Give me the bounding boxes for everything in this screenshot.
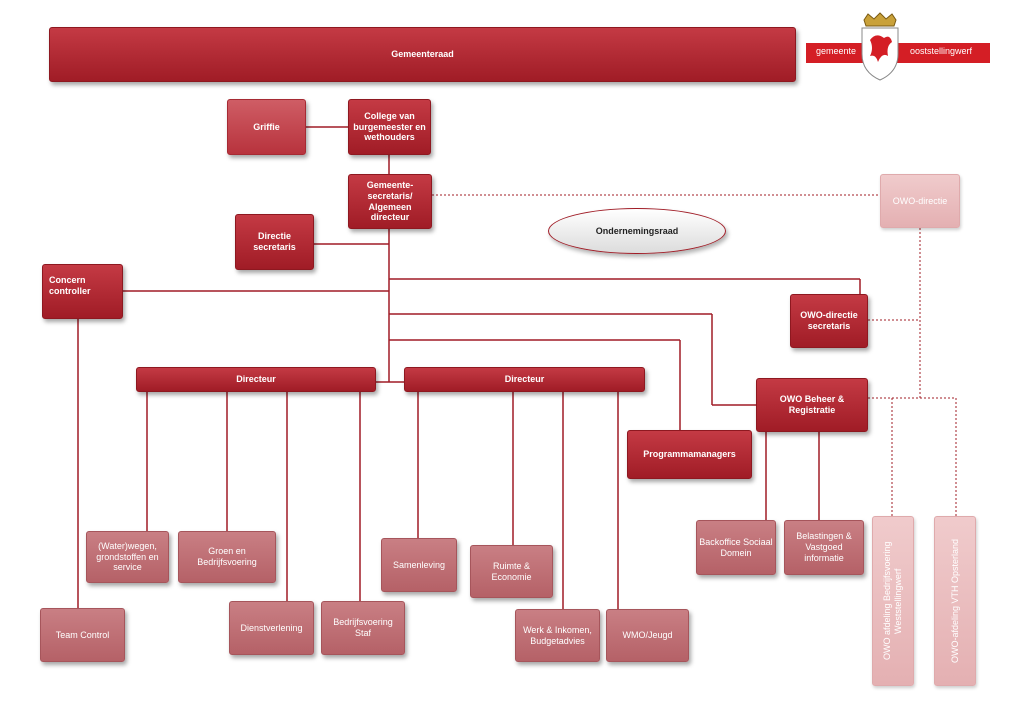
node-backoffice: Backoffice Sociaal Domein (696, 520, 776, 575)
municipality-logo: gemeente ooststellingwerf (806, 12, 990, 82)
node-dienstverlening: Dienstverlening (229, 601, 314, 655)
logo-right-text: ooststellingwerf (910, 46, 973, 56)
node-college: College van burgemeester en wethouders (348, 99, 431, 155)
node-directie-secretaris: Directie secretaris (235, 214, 314, 270)
node-gemeenteraad: Gemeenteraad (49, 27, 796, 82)
node-ruimte-economie: Ruimte & Economie (470, 545, 553, 598)
node-team-control: Team Control (40, 608, 125, 662)
crest-icon (861, 12, 899, 81)
node-samenleving: Samenleving (381, 538, 457, 592)
node-owo-directie: OWO-directie (880, 174, 960, 228)
node-werk-inkomen: Werk & Inkomen, Budgetadvies (515, 609, 600, 662)
node-wmo-jeugd: WMO/Jeugd (606, 609, 689, 662)
node-bedrijfsvoering-staf: Bedrijfsvoering Staf (321, 601, 405, 655)
node-concern-controller: Concern controller (42, 264, 123, 319)
node-owo-beheer: OWO Beheer & Registratie (756, 378, 868, 432)
owo-bedrijfsvoering-label: OWO afdeling Bedrijfsvoering Weststellin… (882, 541, 903, 661)
node-groen: Groen en Bedrijfsvoering (178, 531, 276, 583)
node-gemeente-secretaris: Gemeente-secretaris/ Algemeen directeur (348, 174, 432, 229)
node-owo-directie-secretaris: OWO-directie secretaris (790, 294, 868, 348)
node-owo-bedrijfsvoering: OWO afdeling Bedrijfsvoering Weststellin… (872, 516, 914, 686)
node-ondernemingsraad: Ondernemingsraad (548, 208, 726, 254)
node-directeur-2: Directeur (404, 367, 645, 392)
node-programmamanagers: Programmamanagers (627, 430, 752, 479)
node-belastingen: Belastingen & Vastgoed informatie (784, 520, 864, 575)
owo-vth-label: OWO-afdeling VTH Opsterland (949, 538, 960, 664)
logo-left-text: gemeente (816, 46, 857, 56)
node-owo-vth: OWO-afdeling VTH Opsterland (934, 516, 976, 686)
node-directeur-1: Directeur (136, 367, 376, 392)
node-waterwegen: (Water)wegen, grondstoffen en service (86, 531, 169, 583)
node-griffie: Griffie (227, 99, 306, 155)
